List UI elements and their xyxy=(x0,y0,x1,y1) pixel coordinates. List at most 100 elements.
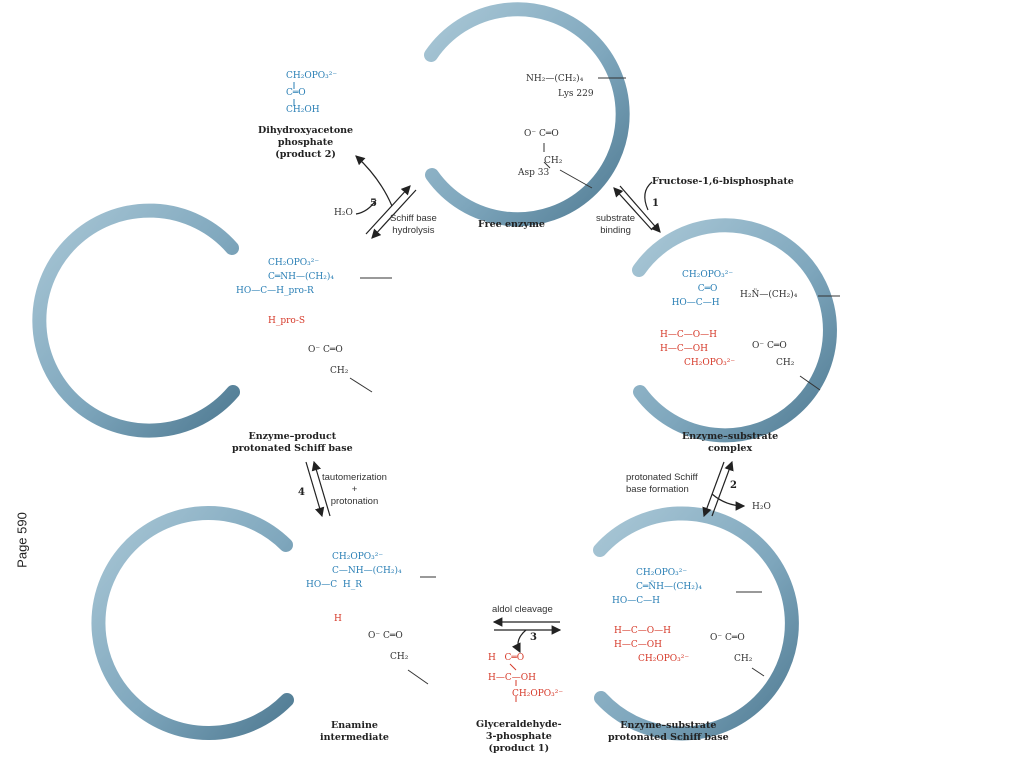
free-carboxylate-line1: O⁻ C═O xyxy=(524,128,562,141)
step-4-label-line2: + xyxy=(351,484,358,495)
step-5-number: 5 xyxy=(370,198,377,209)
es-complex-blue-3: HO—C—H xyxy=(671,298,720,308)
es-complex-carboxylate-line1: O⁻ C═O xyxy=(752,340,794,353)
step-2-water: H₂O xyxy=(752,502,771,512)
step-3-label: aldol cleavage xyxy=(492,604,553,616)
enamine-blue-1: CH₂OPO₃²⁻ xyxy=(332,552,384,562)
step-5-label-line2: hydrolysis xyxy=(392,225,435,236)
step-2-number: 2 xyxy=(730,480,737,491)
enamine-red-h: H xyxy=(334,614,342,624)
label-dhap: Dihydroxyacetone phosphate (product 2) xyxy=(258,125,353,161)
label-es-schiff-line2: protonated Schiff base xyxy=(608,732,729,743)
label-es-complex-line2: complex xyxy=(708,443,753,454)
g3p-structure: H C═O H—C—OH CH₂OPO₃²⁻ xyxy=(488,650,563,702)
es-complex-red-3: CH₂OPO₃²⁻ xyxy=(684,358,736,368)
step-1-arrows xyxy=(613,181,661,233)
step-1-label-line1: substrate xyxy=(596,213,636,224)
asp-tether-es xyxy=(799,375,821,391)
enamine-blue: CH₂OPO₃²⁻ C—NH—(CH₂)₄ HO—C H_R xyxy=(306,550,402,592)
schiff-red-2: H—C—OH xyxy=(614,640,662,650)
dhap-line3: CH₂OH xyxy=(286,105,320,115)
step-3-arrows xyxy=(492,617,562,654)
step-2-label: protonated Schiff base formation xyxy=(626,472,698,496)
free-lys-chain: NH₂—(CH₂)₄ xyxy=(526,74,584,84)
ep-carboxylate-line1: O⁻ C═O xyxy=(308,344,348,357)
g3p-line2: H—C—OH xyxy=(488,673,536,683)
free-carboxylate-co: C═O xyxy=(539,129,559,139)
es-complex-red-2: H—C—OH xyxy=(660,344,708,354)
ep-carboxylate: O⁻ C═O CH₂ xyxy=(308,344,348,378)
schiff-red-3: CH₂OPO₃²⁻ xyxy=(638,654,690,664)
step-4-label-line3: protonation xyxy=(330,496,379,507)
es-complex-red: H—C—O—H H—C—OH CH₂OPO₃²⁻ xyxy=(660,328,735,370)
label-ep-schiff-line2: protonated Schiff base xyxy=(232,443,353,454)
enzyme-ring-free xyxy=(424,2,630,227)
label-free-enzyme: Free enzyme xyxy=(478,219,545,230)
g3p-line3: CH₂OPO₃²⁻ xyxy=(512,689,564,699)
enamine-carboxylate: O⁻ C═O CH₂ xyxy=(368,630,408,664)
enamine-carboxylate-ominus: O⁻ xyxy=(368,631,381,641)
dhap-line2: C═O xyxy=(286,88,306,98)
enamine-blue-hr: H_R xyxy=(342,580,362,590)
schiff-red: H—C—O—H H—C—OH CH₂OPO₃²⁻ xyxy=(614,624,689,666)
enzyme-ring-ep-schiff xyxy=(32,203,240,438)
enzyme-ring-es-complex xyxy=(632,218,837,443)
schiff-red-1: H—C—O—H xyxy=(614,626,671,636)
free-carboxylate: O⁻ C═O CH₂ xyxy=(524,128,562,168)
schiff-blue-2: C═N̈H—(CH₂)₄ xyxy=(636,582,703,592)
label-es-schiff: Enzyme–substrate protonated Schiff base xyxy=(608,720,729,744)
label-enamine-line2: intermediate xyxy=(320,732,389,743)
step-2-arrows xyxy=(702,460,746,518)
step-5-label: Schiff base hydrolysis xyxy=(390,213,437,237)
ep-carboxylate-ch2: CH₂ xyxy=(330,366,349,376)
free-carboxylate-bonds xyxy=(543,143,551,169)
es-complex-blue-2: C═O xyxy=(697,284,718,294)
enamine-blue-hoc: HO—C xyxy=(306,580,338,590)
label-es-complex-line1: Enzyme–substrate xyxy=(682,431,779,442)
es-complex-carboxylate-ch2: CH₂ xyxy=(776,358,795,368)
schiff-blue-1: CH₂OPO₃²⁻ xyxy=(636,568,688,578)
step-3-number: 3 xyxy=(530,632,537,643)
label-substrate: Fructose-1,6-bisphosphate xyxy=(652,176,794,187)
label-g3p-line1: Glyceraldehyde- xyxy=(476,719,562,730)
g3p-co: C═O xyxy=(504,653,525,663)
step-4-arrows xyxy=(305,460,331,518)
step-1-number: 1 xyxy=(652,198,659,209)
schiff-carboxylate-ch2: CH₂ xyxy=(734,654,753,664)
step-5-label-line1: Schiff base xyxy=(390,213,437,224)
step-4-label-line1: tautomerization xyxy=(322,472,387,483)
es-complex-carboxylate-ominus: O⁻ xyxy=(752,341,765,351)
es-complex-blue: CH₂OPO₃²⁻ C═O HO—C—H xyxy=(658,268,734,310)
label-dhap-line3: (product 2) xyxy=(275,149,336,160)
ep-blue-1: CH₂OPO₃²⁻ xyxy=(268,258,320,268)
step-5-arrows xyxy=(355,155,417,239)
step-2-label-line1: protonated Schiff xyxy=(626,472,698,483)
dhap-line1: CH₂OPO₃²⁻ xyxy=(286,71,338,81)
ep-blue: CH₂OPO₃²⁻ C═NH—(CH₂)₄ HO—C—H_pro-R xyxy=(236,256,334,298)
enamine-carboxylate-ch2: CH₂ xyxy=(390,652,409,662)
schiff-carboxylate-co: C═O xyxy=(725,633,745,643)
asp-tether-schiff xyxy=(751,667,765,677)
free-carboxylate-ch2: CH₂ xyxy=(544,156,563,166)
label-es-schiff-line1: Enzyme–substrate xyxy=(620,720,717,731)
ep-carboxylate-ominus: O⁻ xyxy=(308,345,321,355)
asp-tether-free xyxy=(559,169,593,189)
schiff-blue: CH₂OPO₃²⁻ C═N̈H—(CH₂)₄ HO—C—H xyxy=(612,566,702,608)
label-g3p-line3: (product 1) xyxy=(488,743,550,754)
label-enamine-line1: Enamine xyxy=(330,720,378,731)
enzyme-ring-es-schiff xyxy=(593,506,799,741)
enamine-carboxylate-line1: O⁻ C═O xyxy=(368,630,408,643)
ep-blue-3: HO—C—H_pro-R xyxy=(236,286,314,296)
label-g3p: Glyceraldehyde- 3-phosphate (product 1) xyxy=(476,719,562,755)
schiff-carboxylate-ominus: O⁻ xyxy=(710,633,723,643)
es-complex-blue-1: CH₂OPO₃²⁻ xyxy=(682,270,734,280)
free-lys-label: Lys 229 xyxy=(558,89,594,99)
step-5-water: H₂O xyxy=(334,208,353,218)
ep-carboxylate-co: C═O xyxy=(323,345,343,355)
es-complex-carboxylate: O⁻ C═O CH₂ xyxy=(752,340,794,370)
label-dhap-line1: Dihydroxyacetone xyxy=(258,125,354,136)
ep-blue-2: C═NH—(CH₂)₄ xyxy=(268,272,335,282)
step-2-label-line2: base formation xyxy=(626,484,689,495)
es-complex-lys: H₂N̈—(CH₂)₄ xyxy=(740,290,798,300)
